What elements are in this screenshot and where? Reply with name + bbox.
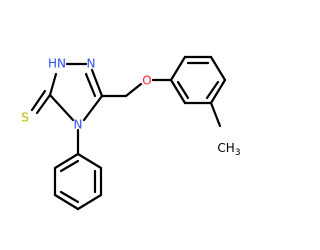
bond-nh-c3 (48, 72, 58, 97)
atom-label-oxygen: O (142, 74, 151, 88)
bond-tolyl-1 (169, 55, 187, 82)
molecule-diagram: HN N N S O CH3 (0, 0, 250, 250)
bond-tolyl-4-inner (205, 80, 220, 100)
atom-label-n-right: N (87, 57, 96, 71)
bond-ch2-o (124, 82, 143, 98)
bond-methyl (209, 101, 222, 128)
bond-tolyl-4 (209, 78, 227, 105)
atom-label-n-bottom: N (74, 118, 83, 132)
bond-tolyl-3 (209, 55, 227, 82)
bond-c5-n4 (82, 94, 104, 122)
bond-phenyl-3 (76, 193, 103, 211)
structure-canvas: HN N N S O CH3 (0, 0, 250, 250)
bond-n-c5-double (84, 72, 97, 98)
bond-c3-n4 (48, 93, 75, 122)
bond-c-s-2 (30, 89, 47, 112)
bond-n-c5 (90, 68, 104, 98)
background (0, 0, 250, 250)
bond-phenyl-4 (53, 193, 80, 211)
atom-label-nh: HN (48, 57, 66, 71)
bond-tolyl-6 (169, 78, 187, 105)
bond-phenyl-6-inner (59, 159, 80, 173)
bond-tolyl-6-inner (176, 80, 190, 100)
bond-c-s-1 (35, 93, 52, 115)
atom-label-sulfur: S (21, 111, 29, 125)
atom-label-methyl: CH3 (217, 141, 240, 158)
methyl-text: CH (217, 141, 234, 155)
methyl-subscript: 3 (235, 148, 241, 158)
bond-phenyl-4-inner (59, 190, 80, 204)
bond-phenyl-1 (76, 152, 103, 170)
bond-phenyl-6 (53, 152, 80, 170)
